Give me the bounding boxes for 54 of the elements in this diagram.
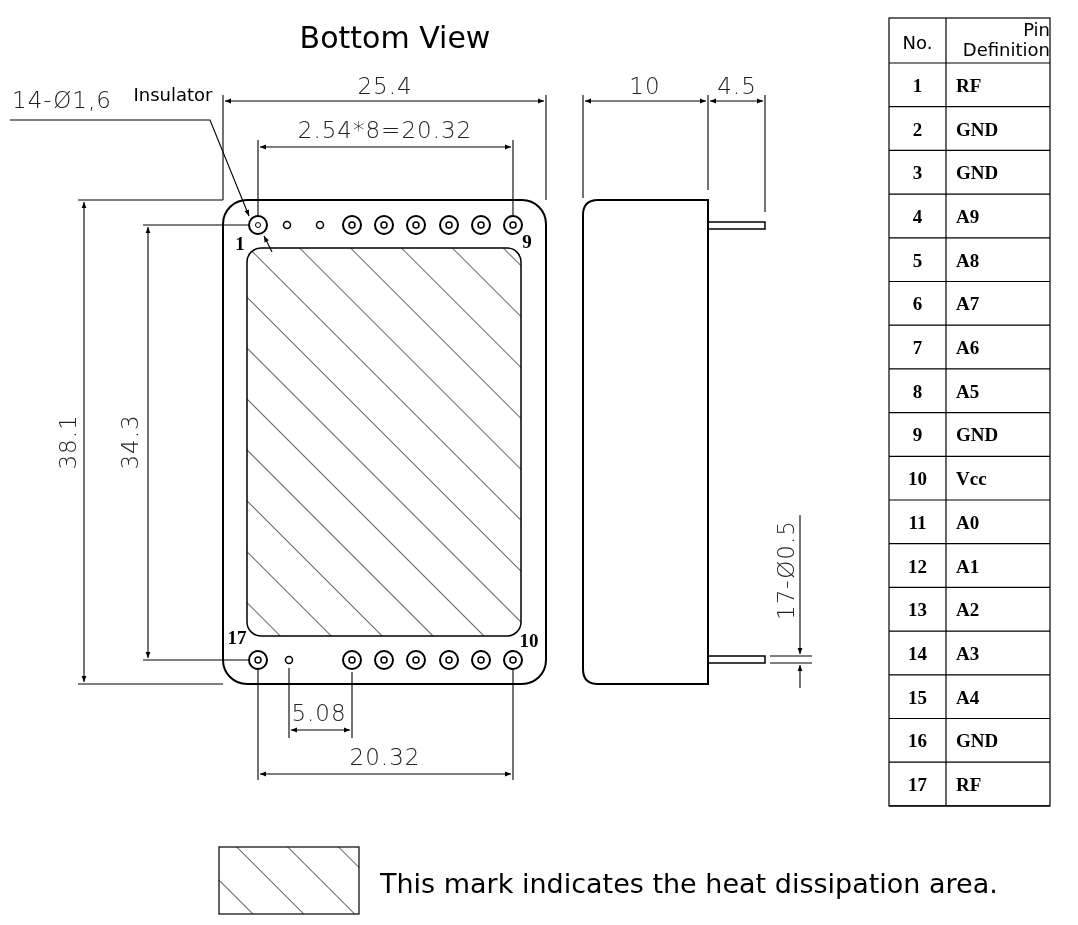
pin-name: A8 (956, 250, 980, 270)
pin-number: 17 (908, 774, 927, 794)
pin-number: 8 (912, 381, 923, 401)
dimension-text: 4.5 (717, 74, 757, 98)
pin-name: RF (956, 774, 982, 794)
dimension-text: 17-Ø0.5 (774, 520, 798, 620)
dimension-text: 25.4 (357, 74, 413, 98)
pin-number: 1 (235, 233, 245, 253)
pin-number: 9 (522, 231, 532, 251)
pin-name: GND (956, 730, 999, 750)
pin-name: A5 (956, 381, 980, 401)
pin-number: 9 (912, 424, 923, 444)
pin-name: A3 (956, 643, 980, 663)
column-header: No. (902, 34, 933, 52)
part-label: Insulator (133, 86, 213, 104)
pin-name: A9 (956, 206, 980, 226)
pin-number: 14 (908, 643, 927, 663)
pin-name: GND (956, 119, 999, 139)
pin-name: A1 (956, 556, 980, 576)
pin-name: GND (956, 424, 999, 444)
pin-number: 12 (908, 556, 927, 576)
pin-number: 16 (908, 730, 927, 750)
pin-name: A0 (956, 512, 980, 532)
pin-number: 3 (912, 162, 923, 182)
dimension-text: 5.08 (291, 701, 347, 725)
dimension-text: 38.1 (56, 414, 80, 470)
title: Bottom View (299, 23, 491, 53)
pin-number: 11 (908, 512, 927, 532)
pin-number: 4 (912, 206, 923, 226)
pin-number: 17 (227, 627, 247, 647)
pin-number: 1 (912, 75, 923, 95)
pin-icon (248, 215, 268, 235)
pin-name: GND (956, 162, 999, 182)
dimension-text: 10 (629, 74, 661, 98)
legend-text: This mark indicates the heat dissipation area. (380, 869, 998, 897)
dimension-text: 34.3 (118, 414, 142, 470)
pin-number: 10 (908, 468, 927, 488)
pin-name: A7 (956, 293, 980, 313)
callout-text: 14-Ø1,6 (12, 88, 112, 112)
pin-number: 6 (912, 293, 923, 313)
pin-number: 5 (912, 250, 923, 270)
pin-name: A2 (956, 599, 980, 619)
pin-number: 10 (519, 630, 539, 650)
pin-number: 13 (908, 599, 927, 619)
pin-name: Vcc (956, 468, 987, 488)
column-header: Pin Definition (961, 20, 1050, 60)
pin-name: A4 (956, 687, 980, 707)
dimension-text: 2.54*8=20.32 (297, 118, 473, 142)
pin-number: 7 (912, 337, 923, 357)
pin-number: 15 (908, 687, 927, 707)
pin-number: 2 (912, 119, 923, 139)
dimension-text: 20.32 (349, 745, 421, 769)
pin-name: RF (956, 75, 982, 95)
pin-name: A6 (956, 337, 980, 357)
